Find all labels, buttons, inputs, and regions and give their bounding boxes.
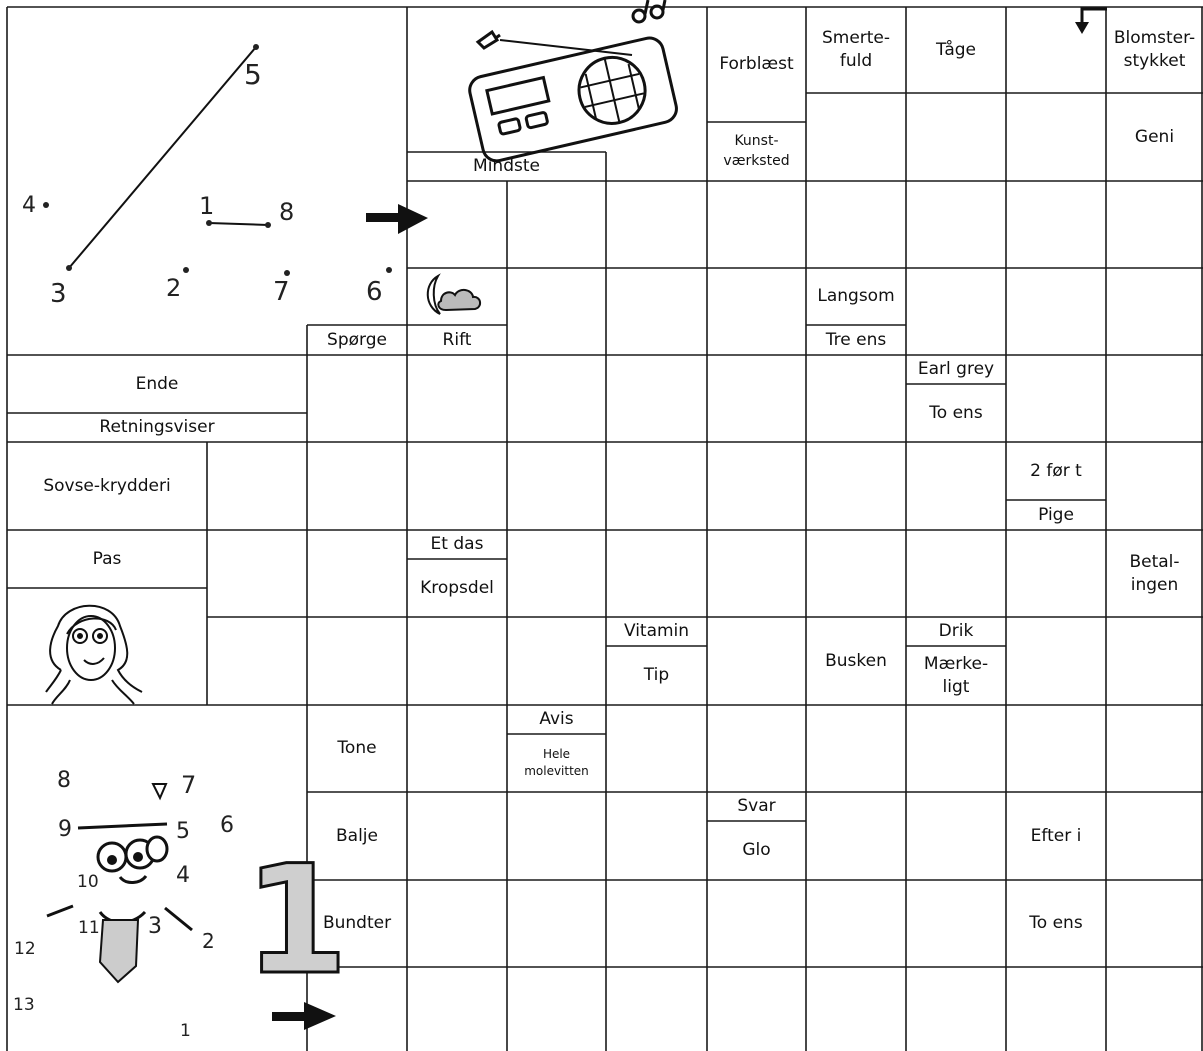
clue-to-foer-t: 2 før t: [1030, 460, 1082, 481]
clue-kunstvaerksted: Kunst- værksted: [723, 132, 790, 169]
clue-vitamin: Vitamin: [623, 621, 690, 642]
clue-forblaest: Forblæst: [719, 53, 794, 74]
clue-blomsterstykket: Blomster- stykket: [1113, 28, 1196, 71]
clue-busken: Busken: [825, 650, 887, 671]
clue-spoerge: Spørge: [327, 329, 387, 350]
clue-pas: Pas: [92, 548, 122, 569]
clue-bundter: Bundter: [322, 913, 392, 934]
clue-avis: Avis: [539, 709, 574, 730]
clue-drik: Drik: [938, 621, 974, 642]
clue-glo: Glo: [742, 840, 771, 861]
clue-mindste: Mindste: [473, 156, 540, 177]
clue-to-ens-1: To ens: [929, 402, 983, 423]
clue-tip: Tip: [643, 665, 670, 686]
clue-tage: Tåge: [935, 39, 977, 60]
clue-tone: Tone: [337, 738, 377, 759]
clue-balje: Balje: [336, 825, 378, 846]
clue-svar: Svar: [737, 796, 776, 817]
clue-to-ens-2: To ens: [1029, 913, 1083, 934]
clue-rift: Rift: [442, 329, 472, 350]
clue-earl-grey: Earl grey: [917, 359, 995, 380]
clue-geni: Geni: [1134, 126, 1175, 147]
clue-maerkeligt: Mærke- ligt: [923, 653, 989, 697]
clue-kropsdel: Kropsdel: [420, 577, 494, 598]
clue-pige: Pige: [1038, 504, 1074, 525]
clue-tre-ens: Tre ens: [825, 329, 887, 350]
clue-retningsviser: Retningsviser: [99, 417, 215, 438]
clue-efter-i: Efter i: [1030, 825, 1082, 846]
clue-hele-molevitten: Hele molevitten: [524, 746, 589, 778]
clue-langsom: Langsom: [817, 286, 895, 307]
clue-betalingen: Betal- ingen: [1129, 551, 1180, 595]
clue-sovse-krydderi: Sovse-krydderi: [43, 475, 171, 496]
clue-smertefuld: Smerte- fuld: [821, 28, 891, 71]
clue-ende: Ende: [135, 373, 179, 394]
clue-et-das: Et das: [430, 534, 484, 555]
